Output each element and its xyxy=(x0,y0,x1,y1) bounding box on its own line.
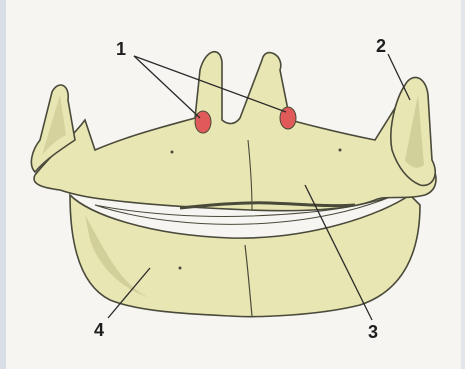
detail-dot xyxy=(179,267,182,270)
callout-1: 1 xyxy=(116,39,126,59)
detail-dot xyxy=(171,151,174,154)
left-foramen xyxy=(195,111,211,133)
leader-line-2 xyxy=(388,54,410,100)
upper-body xyxy=(34,52,436,211)
leader-line-1a xyxy=(134,56,200,118)
detail-dot xyxy=(339,149,342,152)
callout-4: 4 xyxy=(94,320,104,340)
callout-2: 2 xyxy=(376,36,386,56)
lower-arch xyxy=(70,195,420,317)
callout-3: 3 xyxy=(368,322,378,342)
